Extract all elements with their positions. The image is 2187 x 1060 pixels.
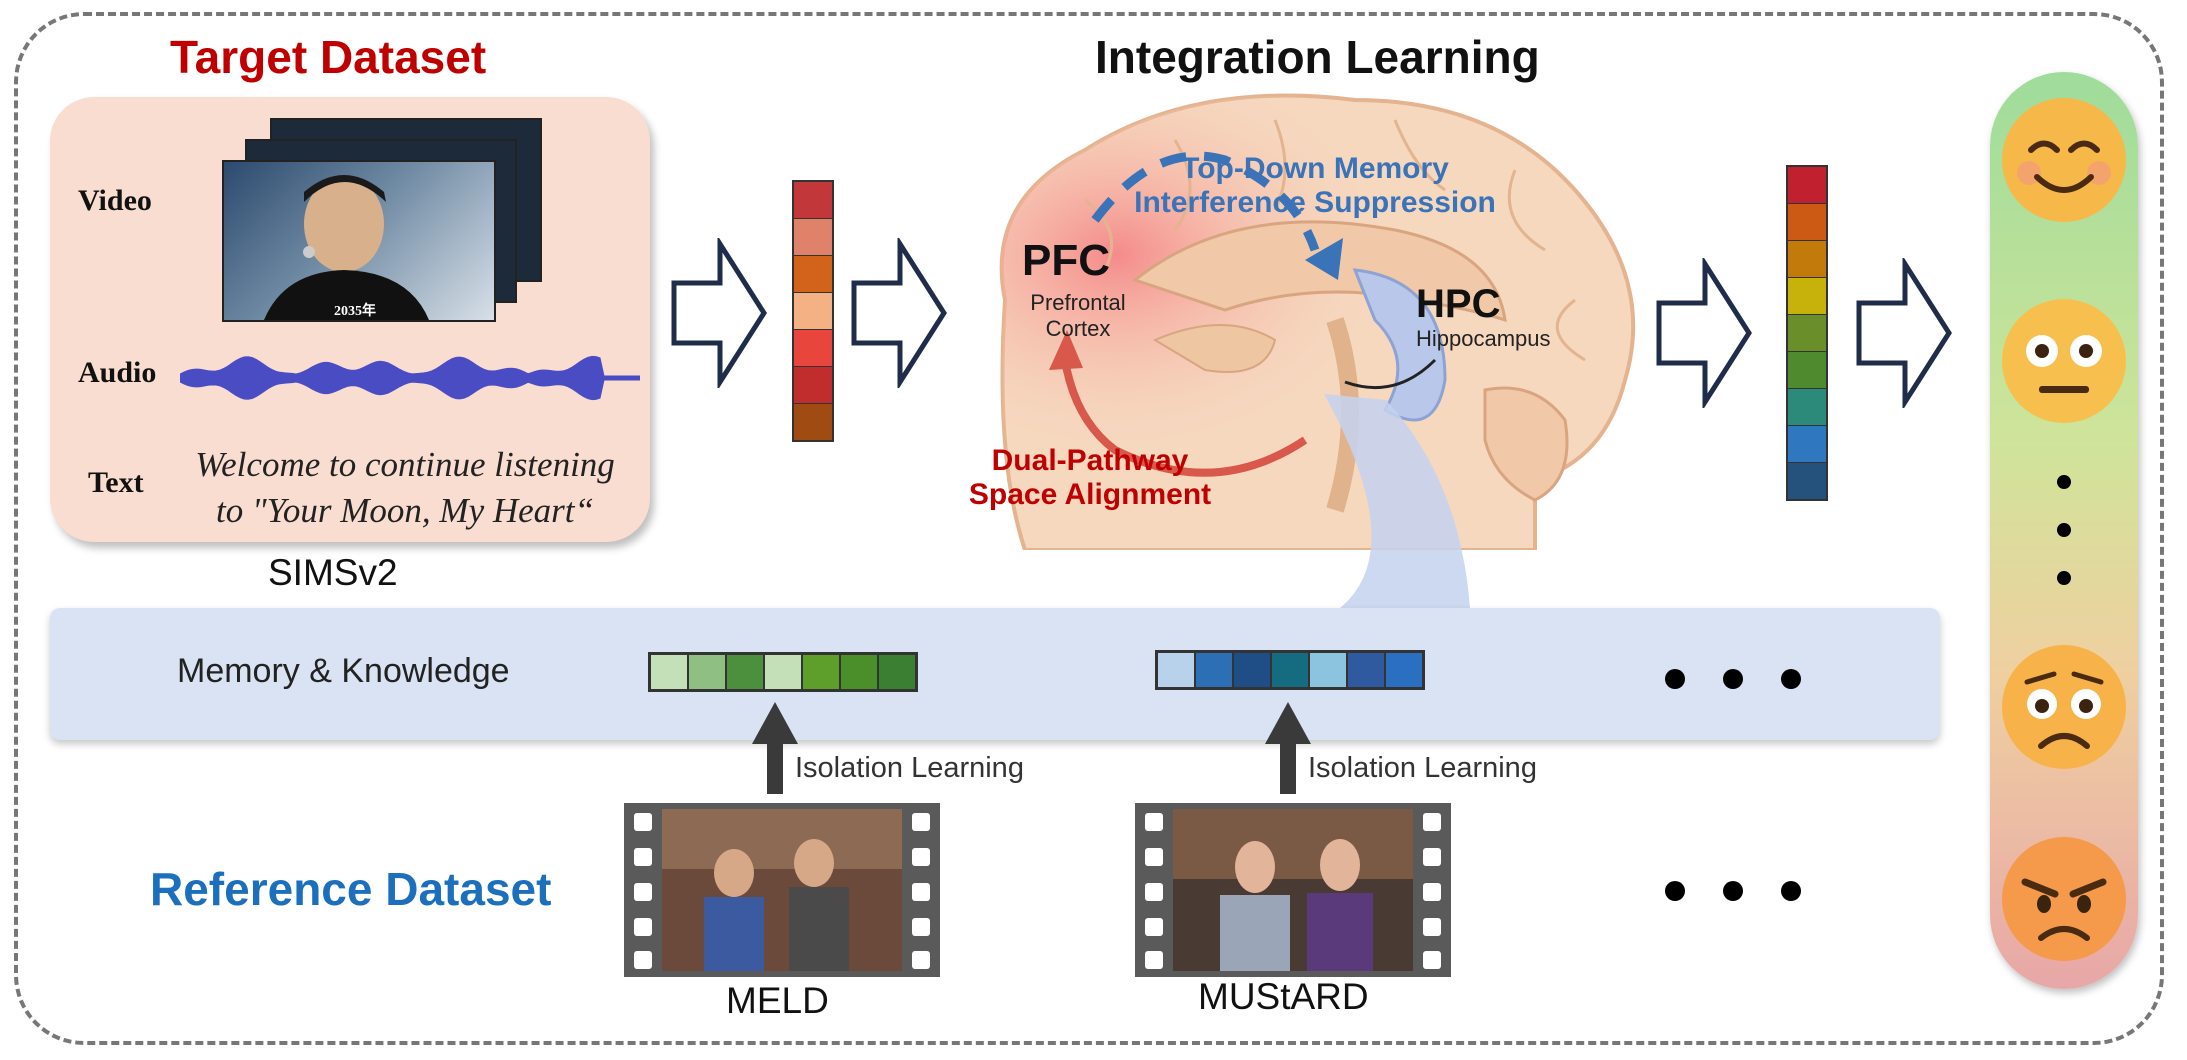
smiling-face-icon [2002,98,2126,222]
memory-cell [1234,653,1272,687]
memory-cell [1158,653,1196,687]
dual-line2: Space Alignment [968,478,1212,511]
memory-knowledge-bar [50,608,1940,740]
mustard-label: MUStARD [1198,976,1369,1017]
video-label: Video [78,184,152,217]
memory-cell [765,655,803,689]
memory-projection [1324,394,1470,608]
worried-face-icon [2002,645,2126,769]
vector-cell [794,219,832,256]
pfc-sub2: Cortex [1045,316,1111,341]
vector-cell [794,404,832,440]
vector-cell [1788,426,1826,463]
mustard-film-strip [1135,803,1451,977]
audio-waveform [180,355,640,401]
vector-cell [794,256,832,293]
meld-film-strip [624,803,940,977]
vector-cell [1788,278,1826,315]
memory-cell [803,655,841,689]
memory-cell [689,655,727,689]
isolation-learning-label-left: Isolation Learning [795,752,1024,784]
person-silhouette-icon [264,175,429,320]
simsv2-label: SIMSv2 [268,552,398,593]
topdown-line1: Top-Down Memory [1181,152,1449,185]
memory-cell [1196,653,1234,687]
brain-illustration [999,93,1636,550]
video-caption: 2035年 [334,304,376,319]
target-dataset-title: Target Dataset [170,31,487,83]
vector-cell [1788,167,1826,204]
neutral-face-icon [2002,299,2126,423]
reference-dataset-title: Reference Dataset [150,863,552,915]
arrow-right-icon [1856,258,1952,408]
arrow-up-icon [752,702,798,794]
vector-cell [794,182,832,219]
video-frame-front: 2035年 [222,160,496,322]
vector-cell [1788,389,1826,426]
meld-label: MELD [726,980,829,1021]
memory-ellipsis [1665,669,1801,689]
vector-cell [1788,204,1826,241]
meld-memory-vector [648,652,918,692]
memory-cell [1310,653,1348,687]
text-sample-line1: Welcome to continue listening [195,445,615,484]
reference-ellipsis [1665,881,1801,901]
audio-label: Audio [78,356,157,389]
output-feature-vector [1786,165,1828,501]
memory-cell [727,655,765,689]
memory-cell [841,655,879,689]
vector-cell [1788,241,1826,278]
arrow-up-icon [1265,702,1311,794]
arrow-right-icon [851,238,947,388]
pfc-sub1: Prefrontal [1030,290,1126,315]
memory-cell [1272,653,1310,687]
arrow-right-icon [671,238,767,388]
topdown-line2: Interference Suppression [1134,186,1496,219]
vector-cell [1788,352,1826,389]
mustard-memory-vector [1155,650,1425,690]
text-sample-line2: to "Your Moon, My Heart“ [215,491,594,530]
hpc-sub: Hippocampus [1416,326,1551,351]
vector-cell [1788,315,1826,352]
memory-cell [1348,653,1386,687]
text-label: Text [88,466,144,499]
memory-knowledge-label: Memory & Knowledge [177,652,510,690]
diagram-frame [14,12,2164,1045]
memory-cell [879,655,915,689]
pfc-label: PFC [1022,236,1110,285]
integration-learning-title: Integration Learning [1095,31,1540,83]
input-feature-vector [792,180,834,442]
dual-line1: Dual-Pathway [991,444,1189,477]
isolation-learning-label-right: Isolation Learning [1308,752,1537,784]
hpc-label: HPC [1416,282,1501,326]
vector-cell [794,293,832,330]
memory-cell [1386,653,1422,687]
vector-cell [794,367,832,404]
emotion-ellipsis [2057,475,2071,585]
memory-cell [651,655,689,689]
arrow-right-icon [1656,258,1752,408]
vector-cell [794,330,832,367]
vector-cell [1788,463,1826,499]
angry-face-icon [2002,837,2126,961]
